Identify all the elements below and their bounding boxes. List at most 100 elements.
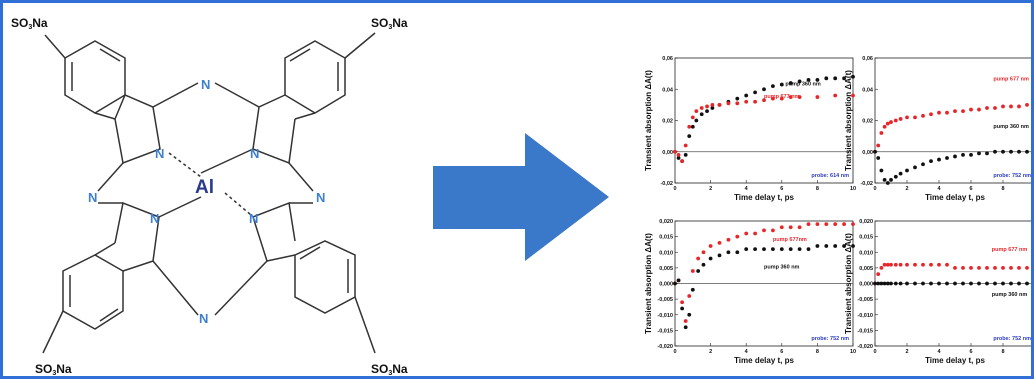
- data-point: [953, 281, 957, 286]
- data-point: [815, 95, 820, 99]
- data-point: [797, 95, 802, 99]
- data-point: [717, 253, 722, 258]
- sulfonate-label-top-left: SO3Na: [11, 16, 48, 31]
- data-point: [676, 278, 681, 283]
- data-point: [993, 281, 997, 286]
- data-point: [889, 120, 893, 124]
- y-tick-label: -0,005: [857, 297, 873, 303]
- data-point: [945, 262, 949, 267]
- x-tick-label: 4: [937, 186, 941, 192]
- data-point: [889, 262, 893, 267]
- sulfonate-label-top-right: SO3Na: [371, 16, 408, 31]
- x-tick-label: 0: [673, 349, 676, 355]
- data-point: [921, 113, 925, 118]
- x-tick-label: 0: [873, 186, 876, 192]
- data-point: [851, 74, 855, 79]
- data-point: [735, 96, 740, 101]
- data-point: [1009, 104, 1013, 109]
- x-tick-label: 4: [937, 349, 941, 355]
- data-point: [699, 112, 704, 117]
- data-point: [1001, 281, 1005, 286]
- data-point: [797, 225, 802, 230]
- data-point: [898, 117, 903, 121]
- y-tick-label: 0,000: [859, 282, 873, 288]
- data-point: [680, 300, 685, 305]
- data-point: [985, 281, 989, 286]
- y-tick-label: 0,020: [859, 219, 873, 225]
- data-point: [676, 152, 681, 157]
- data-point: [885, 262, 890, 267]
- y-tick-label: -0,02: [660, 181, 673, 187]
- data-point: [673, 281, 677, 286]
- data-point: [953, 154, 957, 159]
- data-point: [945, 281, 949, 286]
- data-point: [882, 281, 887, 286]
- y-tick-label: -0,010: [857, 313, 873, 319]
- data-point: [771, 228, 775, 233]
- molecule-labels: N N N N N N N N Al SO3Na SO3Na SO3Na SO3…: [11, 16, 408, 376]
- data-point: [833, 93, 838, 98]
- benzo-ring-bottom-right: [294, 240, 356, 314]
- data-point: [744, 93, 749, 98]
- data-point: [705, 104, 709, 109]
- data-point: [762, 228, 766, 233]
- data-point: [1009, 149, 1013, 154]
- data-point: [696, 269, 701, 273]
- data-point: [1009, 281, 1013, 286]
- data-point: [788, 225, 793, 230]
- data-point: [683, 152, 688, 157]
- x-tick-label: 0: [673, 186, 676, 192]
- data-point: [905, 281, 909, 286]
- data-point: [705, 109, 709, 114]
- y-tick-label: -0,015: [857, 328, 873, 334]
- data-point: [683, 319, 688, 323]
- series-label: pump 360 nm: [785, 82, 821, 88]
- x-tick-label: 0: [873, 349, 876, 355]
- data-point: [788, 95, 793, 99]
- data-point: [993, 149, 997, 154]
- data-point: [1017, 149, 1021, 154]
- data-point: [771, 84, 775, 89]
- x-tick-label: 6: [969, 186, 972, 192]
- data-point: [937, 281, 941, 286]
- data-point: [753, 90, 757, 95]
- data-point: [687, 134, 692, 139]
- data-point: [690, 115, 695, 120]
- data-point: [788, 81, 793, 85]
- data-point: [683, 143, 688, 148]
- data-point: [1025, 281, 1029, 286]
- data-point: [898, 281, 903, 286]
- data-point: [744, 231, 749, 236]
- x-tick-label: 6: [969, 349, 972, 355]
- x-tick-label: 2: [905, 349, 908, 355]
- data-point: [694, 109, 699, 114]
- data-point: [1009, 265, 1013, 270]
- data-point: [771, 96, 775, 101]
- data-point: [833, 76, 838, 81]
- data-point: [879, 265, 884, 270]
- data-point: [882, 262, 887, 267]
- data-point: [696, 256, 701, 261]
- series-label: pump 360 nm: [992, 292, 1028, 298]
- data-point: [905, 168, 909, 173]
- x-tick-label: 2: [709, 349, 712, 355]
- data-point: [824, 244, 829, 248]
- data-point: [873, 149, 877, 154]
- y-tick-label: 0,04: [662, 87, 674, 93]
- chart-panel-4: -0,020-0,015-0,010-0,0050,0000,0050,0100…: [844, 219, 1031, 365]
- y-tick-label: 0,005: [859, 266, 873, 272]
- probe-label: probe: 752 nm: [811, 336, 849, 342]
- data-point: [913, 262, 917, 267]
- benzo-ring-bottom-left: [62, 254, 124, 330]
- data-point: [710, 102, 715, 107]
- data-point: [842, 244, 846, 248]
- data-point: [961, 265, 965, 270]
- y-tick-label: 0,00: [862, 150, 873, 156]
- y-tick-label: 0,010: [659, 250, 673, 256]
- data-point: [673, 149, 677, 154]
- data-point: [929, 281, 933, 286]
- figure-canvas: N N N N N N N N Al SO3Na SO3Na SO3Na SO3…: [11, 16, 1031, 376]
- data-point: [953, 265, 957, 270]
